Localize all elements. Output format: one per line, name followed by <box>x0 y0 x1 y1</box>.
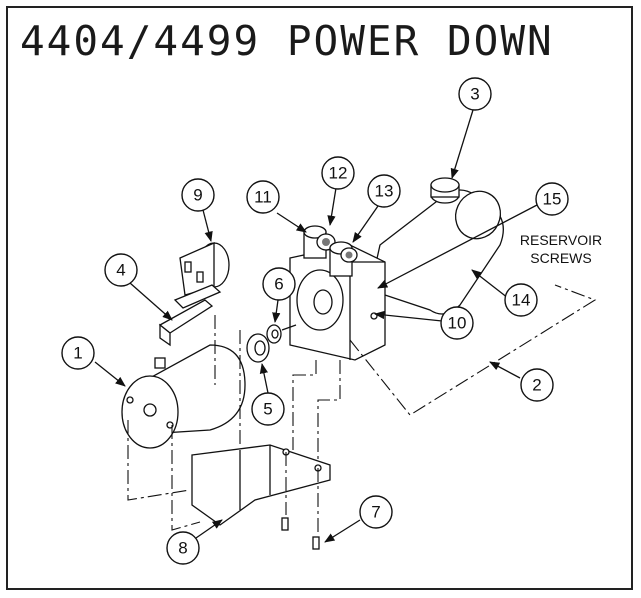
solenoid-bracket <box>158 299 214 347</box>
callout-14-label: 14 <box>512 291 531 310</box>
assembly-lines <box>127 284 597 535</box>
callout-9-label: 9 <box>193 186 202 205</box>
pump-manifold <box>289 244 386 361</box>
valve-cartridges <box>303 225 358 277</box>
callout-4-label: 4 <box>116 261 125 280</box>
callout-12-label: 12 <box>329 164 348 183</box>
start-solenoid <box>173 242 230 309</box>
callout-13-label: 13 <box>375 182 394 201</box>
callout-14: 14 <box>504 283 538 317</box>
callout-12: 12 <box>321 156 355 190</box>
seal-and-coupling <box>246 324 297 363</box>
electric-motor <box>121 344 246 449</box>
callout-8: 8 <box>166 531 200 565</box>
callout-10: 10 <box>440 306 474 340</box>
callout-5-label: 5 <box>263 400 272 419</box>
screws <box>281 517 320 550</box>
callout-15-label: 15 <box>543 190 562 209</box>
callout-11-label: 11 <box>254 188 272 207</box>
callout-5: 5 <box>251 392 285 426</box>
callout-8-label: 8 <box>178 539 187 558</box>
mounting-bracket <box>191 444 331 526</box>
callout-2-label: 2 <box>532 376 541 395</box>
callout-3: 3 <box>458 77 492 111</box>
callout-7: 7 <box>359 495 393 529</box>
callout-13: 13 <box>367 174 401 208</box>
callout-10-label: 10 <box>448 314 467 333</box>
callout-6-label: 6 <box>274 275 283 294</box>
callout-1-label: 1 <box>73 344 82 363</box>
callout-3-label: 3 <box>470 85 479 104</box>
callout-4: 4 <box>104 253 138 287</box>
callout-1: 1 <box>61 336 95 370</box>
callout-11: 11 <box>246 180 280 214</box>
note-line-1: RESERVOIR <box>520 232 602 248</box>
callout-15: 15 <box>535 182 569 216</box>
diagram-title: 4404/4499 POWER DOWN <box>20 17 554 65</box>
callout-7-label: 7 <box>371 503 380 522</box>
callout-2: 2 <box>520 368 554 402</box>
note-line-2: SCREWS <box>530 250 591 266</box>
reservoir-tank <box>369 177 504 315</box>
callout-9: 9 <box>181 178 215 212</box>
callout-6: 6 <box>262 267 296 301</box>
leader-lines <box>94 109 538 543</box>
